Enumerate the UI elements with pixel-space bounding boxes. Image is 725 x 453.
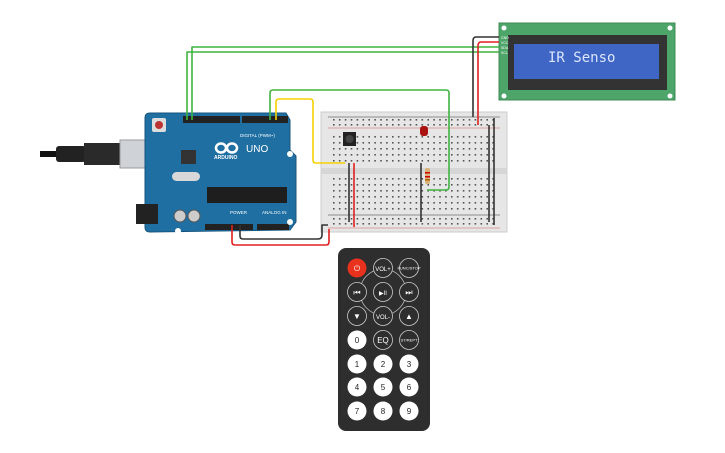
remote-button-label: EQ <box>377 336 389 345</box>
wire-green-led <box>269 89 450 191</box>
lcd-pin-gnd: GND <box>501 36 509 40</box>
remote-button-play-pause[interactable]: ▶II <box>373 282 393 302</box>
remote-button-label: VOL+ <box>375 267 391 273</box>
remote-button-func-stop[interactable]: FUNC/STOP <box>397 258 421 278</box>
lcd-text: IR Senso <box>548 50 615 66</box>
remote-button-down[interactable]: ▼ <box>347 306 367 326</box>
ir-receiver[interactable] <box>343 132 356 146</box>
remote-button-0[interactable]: 0 <box>347 330 367 350</box>
remote-button-7[interactable]: 7 <box>347 401 367 421</box>
remote-button-label: FUNC/STOP <box>397 266 420 271</box>
header-left <box>183 116 240 123</box>
play-pause-icon: ▶II <box>379 291 387 297</box>
remote-button-label: VOL- <box>376 315 390 321</box>
arduino-brand: ARDUINO <box>214 155 237 161</box>
digital-label: DIGITAL (PWM~) <box>240 133 275 138</box>
lcd-pin-sda: SDA <box>501 46 509 50</box>
remote-button-label: 6 <box>407 383 412 392</box>
remote-button-5[interactable]: 5 <box>373 377 393 397</box>
arduino-model: UNO <box>246 144 268 155</box>
power-icon: ⏻ <box>354 264 361 273</box>
led-red[interactable] <box>420 126 428 136</box>
arduino-uno-board[interactable]: DIGITAL (PWM~) ARDUINO UNO POWER ANALOG … <box>136 112 297 234</box>
resistor[interactable] <box>425 168 430 184</box>
remote-button-previous[interactable]: ⏮ <box>347 282 367 302</box>
remote-button-label: 7 <box>355 407 360 416</box>
remote-button-4[interactable]: 4 <box>347 377 367 397</box>
lcd-pin-vcc: VCC <box>501 41 509 45</box>
power-jack[interactable] <box>136 204 158 224</box>
wire-black-lcd-gnd <box>472 36 499 117</box>
wire-green-scl <box>186 51 499 120</box>
remote-button-label: 2 <box>381 360 386 369</box>
power-label: POWER <box>230 210 248 215</box>
remote-button-6[interactable]: 6 <box>399 377 419 397</box>
remote-button-vol-[interactable]: VOL- <box>373 306 393 326</box>
remote-button-label: ST/REPT <box>401 338 418 343</box>
remote-button-1[interactable]: 1 <box>347 354 367 374</box>
remote-button-2[interactable]: 2 <box>373 354 393 374</box>
down-icon: ▼ <box>353 312 361 321</box>
remote-button-label: 3 <box>407 360 412 369</box>
usb-cable <box>40 139 149 169</box>
header-analog <box>257 224 289 230</box>
infinity-logo <box>214 142 239 154</box>
capacitor <box>173 209 187 223</box>
remote-button-label: 8 <box>381 407 386 416</box>
wire-red-lcd-vcc <box>477 41 499 125</box>
remote-button-eq[interactable]: EQ <box>373 330 393 350</box>
lcd-pin-scl: SCL <box>501 51 508 55</box>
capacitor <box>187 209 201 223</box>
remote-button-power[interactable]: ⏻ <box>347 258 367 278</box>
remote-button-st-rept[interactable]: ST/REPT <box>399 330 419 350</box>
next-icon: ⏭ <box>405 288 412 297</box>
wires <box>186 36 499 246</box>
remote-button-label: 9 <box>407 407 412 416</box>
remote-button-label: 5 <box>381 383 386 392</box>
up-icon: ▲ <box>405 312 413 321</box>
remote-button-9[interactable]: 9 <box>399 401 419 421</box>
previous-icon: ⏮ <box>353 288 360 297</box>
header-power <box>205 224 253 230</box>
atmega-chip <box>207 187 287 203</box>
remote-button-vol-[interactable]: VOL+ <box>373 258 393 278</box>
analog-label: ANALOG IN <box>262 210 287 215</box>
header-digital <box>242 116 288 123</box>
wire-black-arduino-gnd <box>239 224 328 240</box>
wire-green-sda <box>191 46 499 120</box>
lcd-display[interactable]: IR Senso GND VCC SDA SCL <box>498 22 676 101</box>
wire-red-arduino-5v <box>231 225 330 246</box>
remote-button-next[interactable]: ⏭ <box>399 282 419 302</box>
remote-button-label: 4 <box>355 383 360 392</box>
remote-button-8[interactable]: 8 <box>373 401 393 421</box>
crystal <box>172 172 200 181</box>
reset-cap <box>155 121 163 129</box>
remote-button-label: 1 <box>355 360 360 369</box>
ir-remote[interactable]: ⏻ VOL+ FUNC/STOP ⏮ ▶II ⏭ ▼ VOL- ▲ 0 EQ ST/REPT 1 2 3 4 5… <box>338 248 430 431</box>
remote-button-up[interactable]: ▲ <box>399 306 419 326</box>
wire-yellow-signal <box>275 98 345 164</box>
remote-button-3[interactable]: 3 <box>399 354 419 374</box>
usb-chip <box>181 150 196 164</box>
remote-button-label: 0 <box>355 336 360 345</box>
breadboard-holes <box>333 119 494 225</box>
